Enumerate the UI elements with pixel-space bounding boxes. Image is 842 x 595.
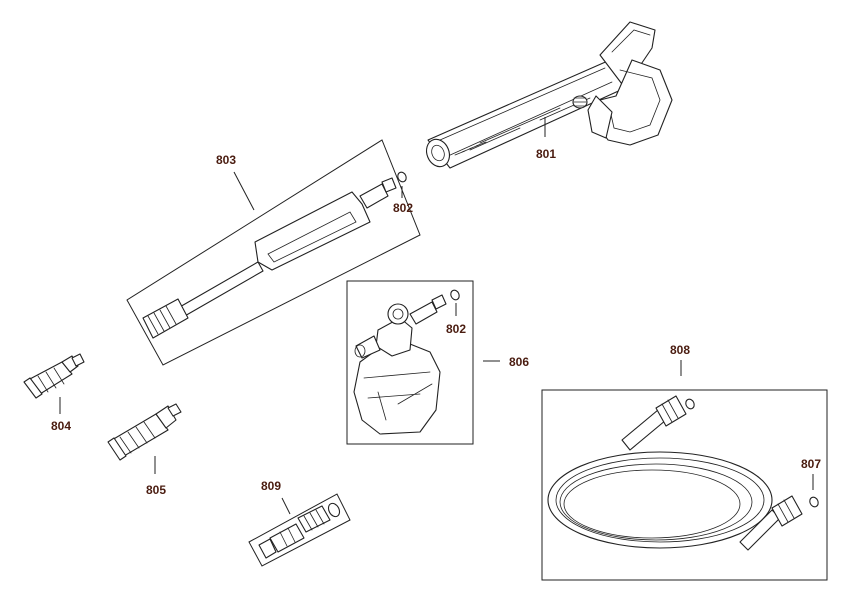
label-803: 803 [216,153,236,167]
adapter-kit-809 [258,502,341,559]
hose-808 [547,395,803,551]
o-ring-808 [685,398,695,410]
label-802b: 802 [446,322,466,336]
box-806 [346,280,474,445]
label-801: 801 [536,147,556,161]
foam-cannon-806 [353,294,447,435]
box-809 [248,493,351,567]
leader-803 [233,171,255,211]
wand-803 [142,177,397,339]
box-808 [541,389,828,581]
label-807: 807 [801,457,821,471]
o-ring-802a [397,171,407,183]
label-808: 808 [670,343,690,357]
nozzle-804 [23,353,85,399]
label-809: 809 [261,479,281,493]
spray-gun-801 [425,21,673,169]
label-806: 806 [509,355,529,369]
o-ring-802b [450,289,460,301]
box-803 [126,139,421,366]
label-805: 805 [146,483,166,497]
label-804: 804 [51,419,71,433]
leader-809 [281,497,291,515]
label-802a: 802 [393,201,413,215]
o-ring-807 [809,496,819,508]
turbo-nozzle-805 [107,403,182,461]
